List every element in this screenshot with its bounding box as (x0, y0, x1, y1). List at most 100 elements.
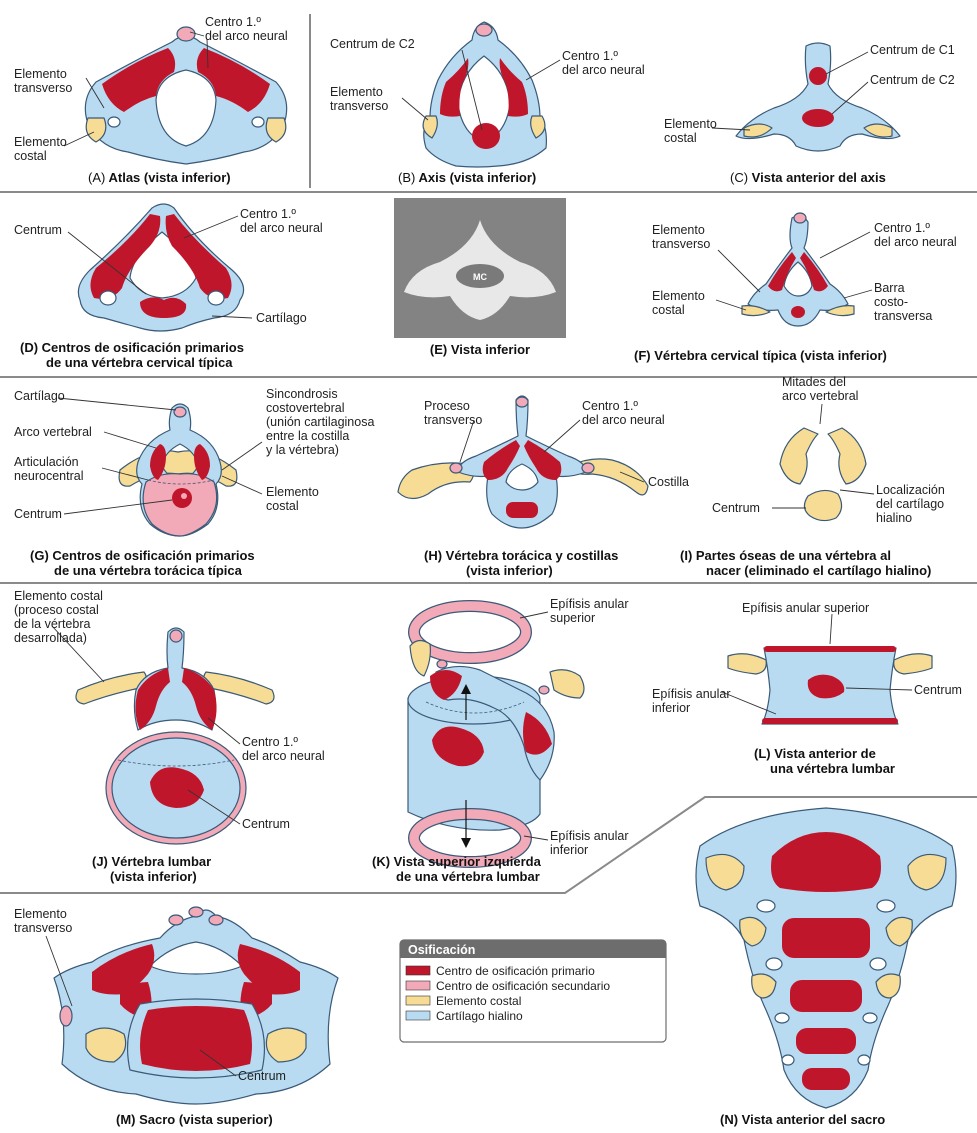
legend-label-primary: Centro de osificación primario (436, 964, 595, 978)
label-a-centro-2: del arco neural (205, 29, 288, 43)
lumbar-l-superior-epiphysis (764, 646, 896, 652)
label-a-costal-1: Elemento (14, 135, 67, 149)
lumbar-k-rt-tip (539, 686, 549, 694)
caption-g-line-2: de una vértebra torácica típica (54, 563, 243, 578)
label-f-barra-3: transversa (874, 309, 932, 323)
label-j-costal-1: Elemento costal (14, 589, 103, 603)
ct-image-mc-label: MC (473, 272, 487, 282)
lumbar-k-left-costal (410, 640, 430, 676)
label-m-transverso-2: transverso (14, 921, 72, 935)
label-f-centro-1: Centro 1.º (874, 221, 930, 235)
label-k-inferior-2: inferior (550, 843, 588, 857)
caption-b-sub: (vista inferior) (450, 170, 537, 185)
label-d-centrum: Centrum (14, 223, 62, 237)
label-k-superior-2: superior (550, 611, 595, 625)
label-m-centrum: Centrum (238, 1069, 286, 1083)
label-a-costal-2: costal (14, 149, 47, 163)
leader-l-superior (830, 614, 832, 644)
sacrum-n-foramen-l1 (757, 900, 775, 912)
thoracic-h-right-tp-tip (582, 463, 594, 473)
caption-a-letter: (A) (88, 170, 105, 185)
sacrum-n-foramen-l2 (766, 958, 782, 970)
label-b-transverso-2: transverso (330, 99, 388, 113)
label-g-sincondrosis-1: Sincondrosis (266, 387, 338, 401)
label-b-transverso-1: Elemento (330, 85, 383, 99)
caption-g-line-1: (G) Centros de osificación primarios (30, 548, 255, 563)
label-j-costal-3: de la vértebra (14, 617, 90, 631)
label-h-centro-2: del arco neural (582, 413, 665, 427)
caption-h-line-1: (H) Vértebra torácica y costillas (424, 548, 618, 563)
label-h-proceso-1: Proceso (424, 399, 470, 413)
caption-n: (N) Vista anterior del sacro (720, 1112, 885, 1127)
panel-d-cervical-centers: Centrum Centro 1.º del arco neural Cartí… (14, 204, 323, 370)
panel-m-sacrum-superior: Elemento transverso Centrum (M) Sacro (v… (14, 907, 338, 1127)
label-m-transverso-1: Elemento (14, 907, 67, 921)
panel-h-thoracic-ribs: Proceso transverso Centro 1.º del arco n… (398, 396, 689, 578)
label-f-barra-2: costo- (874, 295, 908, 309)
label-c-costal-1: Elemento (664, 117, 717, 131)
atlas-left-foramen (108, 117, 120, 127)
panel-n-sacrum-anterior: (N) Vista anterior del sacro (696, 808, 956, 1127)
label-j-centro-2: del arco neural (242, 749, 325, 763)
label-g-costal-2: costal (266, 499, 299, 513)
leader-g-arco (104, 432, 156, 448)
thoracic-h-spinous-tip (516, 397, 528, 407)
sacrum-m-spine-3 (209, 915, 223, 925)
sacrum-n-body-2 (782, 918, 870, 958)
label-g-arco: Arco vertebral (14, 425, 92, 439)
lumbar-j-spinous-tip (170, 630, 182, 642)
label-f-transverso-2: transverso (652, 237, 710, 251)
label-g-sincondrosis-2: costovertebral (266, 401, 345, 415)
label-c-centrum-c1: Centrum de C1 (870, 43, 955, 57)
label-i-localizacion-3: hialino (876, 511, 912, 525)
axis-centrum (472, 123, 500, 149)
caption-i-line-1: (I) Partes óseas de una vértebra al (680, 548, 891, 563)
panel-a-atlas: Centro 1.º del arco neural Elemento tran… (14, 15, 288, 185)
label-l-inferior-2: inferior (652, 701, 690, 715)
sacrum-m-spine-2 (189, 907, 203, 917)
leader-g-cart (58, 398, 176, 410)
label-c-costal-2: costal (664, 131, 697, 145)
label-j-costal-4: desarrollada) (14, 631, 87, 645)
label-d-centro-1: Centro 1.º (240, 207, 296, 221)
label-k-superior-1: Epífisis anular (550, 597, 629, 611)
sacrum-n-foramen-r4 (858, 1055, 870, 1065)
sacrum-n-foramen-r2 (870, 958, 886, 970)
lumbar-k-down-arrow-head (461, 838, 471, 848)
cervical-f-spinous-tip (794, 213, 806, 223)
caption-d-line-1: (D) Centros de osificación primarios (20, 340, 244, 355)
label-h-centro-1: Centro 1.º (582, 399, 638, 413)
panel-i-bony-parts: Mitades del arco vertebral Centrum Local… (680, 375, 945, 578)
label-j-costal-2: (proceso costal (14, 603, 99, 617)
leader-g-sincondrosis (222, 442, 262, 470)
thoracic-h-centrum (506, 502, 538, 518)
sacrum-n-foramen-l3 (775, 1013, 789, 1023)
atlas-posterior-tubercle (177, 27, 195, 41)
sacrum-m-centrum (140, 1006, 252, 1071)
label-g-articulacion-2: neurocentral (14, 469, 84, 483)
caption-b: (B) Axis (vista inferior) (398, 170, 536, 185)
label-g-sincondrosis-3: (unión cartilaginosa (266, 415, 374, 429)
cervical-d-left-foramen (100, 291, 116, 305)
caption-j-line-2: (vista inferior) (110, 869, 197, 884)
thoracic-h-left-tp-tip (450, 463, 462, 473)
lumbar-k-spinous-tip (437, 660, 447, 668)
axis-anterior-c1-centrum (809, 67, 827, 85)
caption-a-sub: (vista inferior) (144, 170, 231, 185)
sacrum-m-spine-1 (169, 915, 183, 925)
panel-f-typical-cervical: Elemento transverso Centro 1.º del arco … (634, 213, 957, 363)
panel-b-axis: Centrum de C2 Centro 1.º del arco neural… (330, 22, 645, 185)
cervical-f-right-arch (800, 252, 828, 291)
label-f-barra-1: Barra (874, 281, 905, 295)
thoracic-g-centrum-dot (181, 493, 187, 499)
legend-swatch-secondary (406, 981, 430, 990)
label-h-costilla: Costilla (648, 475, 689, 489)
label-d-centro-2: del arco neural (240, 221, 323, 235)
leader-f-centro (820, 232, 870, 258)
sacrum-n-body-4 (796, 1028, 856, 1054)
label-h-proceso-2: transverso (424, 413, 482, 427)
caption-b-letter: (B) (398, 170, 415, 185)
caption-l-line-2: una vértebra lumbar (770, 761, 895, 776)
label-g-cartilago: Cartílago (14, 389, 65, 403)
